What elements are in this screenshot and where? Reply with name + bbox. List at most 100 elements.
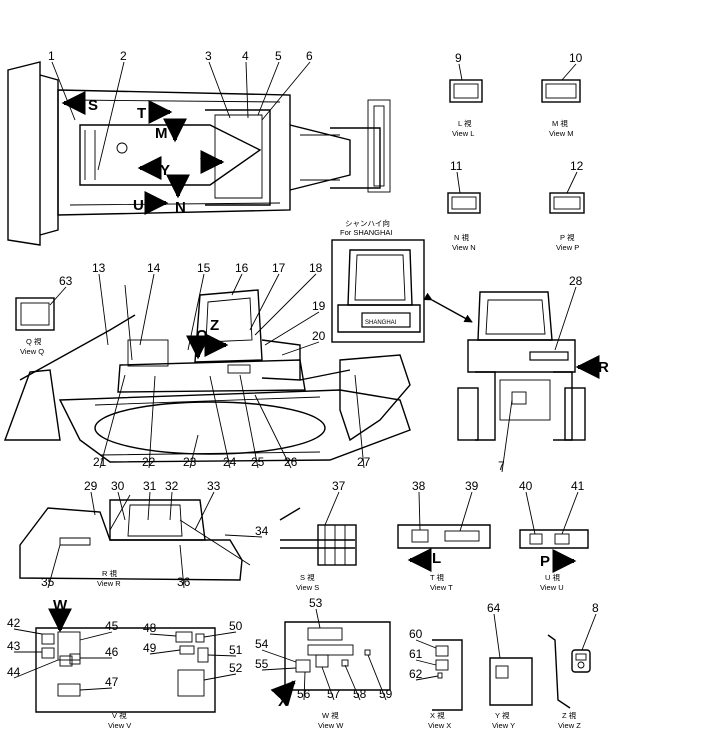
leader-49 — [149, 649, 181, 655]
callout-45: 45 — [105, 619, 119, 633]
callout-7: 7 — [498, 459, 505, 473]
callout-38: 38 — [412, 479, 426, 493]
view-m-jp: M 視 — [552, 119, 568, 128]
leader-21 — [99, 374, 126, 469]
view-t-detail: T 視 View T — [397, 524, 491, 592]
view-v-detail: V 視 View V — [35, 627, 216, 730]
leader-31 — [147, 491, 151, 521]
callout-59: 59 — [379, 687, 393, 701]
callout-37: 37 — [332, 479, 346, 493]
view-u-en: View U — [540, 583, 564, 592]
view-letter-q: Q — [196, 327, 208, 344]
leader-40 — [525, 491, 536, 535]
view-n-en: View N — [452, 243, 476, 252]
view-r-en: View R — [97, 579, 121, 588]
leader-32 — [169, 491, 173, 521]
callout-54: 54 — [255, 637, 269, 651]
view-w-detail: W 視 View W — [284, 621, 391, 730]
callout-15: 15 — [197, 261, 211, 275]
callout-4: 4 — [242, 49, 249, 63]
callout-49: 49 — [143, 641, 157, 655]
shanghai-inset: シャンハイ向 For SHANGHAI SHANGHAI — [331, 218, 425, 343]
leader-52 — [203, 673, 237, 681]
view-z-detail: Z 視 View Z — [547, 634, 591, 730]
view-s-jp: S 視 — [300, 573, 315, 582]
view-n-box: N 視 View N — [447, 192, 481, 252]
leader-6 — [261, 61, 311, 121]
callout-26: 26 — [284, 455, 298, 469]
view-letter-w: W — [53, 597, 68, 614]
leader-27 — [354, 374, 365, 469]
leader-14 — [139, 273, 155, 346]
view-letter-y: Y — [160, 162, 170, 179]
side-view-machine — [3, 284, 411, 463]
callout-27: 27 — [357, 455, 371, 469]
leader-48 — [149, 633, 177, 637]
view-y-en: View Y — [492, 721, 515, 730]
view-q-jp: Q 視 — [26, 337, 42, 346]
leader-56 — [303, 671, 306, 701]
callout-30: 30 — [111, 479, 125, 493]
view-r-cab: R 視 View R — [19, 494, 251, 588]
callout-42: 42 — [7, 616, 21, 630]
leader-3 — [208, 61, 231, 119]
callout-9: 9 — [455, 51, 462, 65]
view-letter-r: R — [598, 359, 609, 376]
leader-51 — [207, 654, 237, 657]
leader-55 — [261, 667, 297, 671]
callout-11: 11 — [450, 159, 463, 173]
leader-23 — [189, 434, 199, 469]
callout-8: 8 — [592, 601, 599, 615]
callout-48: 48 — [143, 621, 157, 635]
leader-25 — [239, 374, 259, 469]
leader-2 — [97, 61, 125, 171]
callout-21: 21 — [93, 455, 107, 469]
view-q-en: View Q — [20, 347, 44, 356]
view-s-en: View S — [296, 583, 319, 592]
shanghai-link-arrow — [423, 292, 473, 323]
leader-58 — [344, 664, 361, 701]
view-s-detail: S 視 View S — [279, 507, 357, 592]
view-z-en: View Z — [558, 721, 581, 730]
callout-44: 44 — [7, 665, 21, 679]
leader-38 — [418, 491, 421, 531]
callout-20: 20 — [312, 329, 326, 343]
leader-24 — [209, 375, 231, 469]
leader-lines — [13, 61, 597, 701]
callout-5: 5 — [275, 49, 282, 63]
callout-25: 25 — [251, 455, 265, 469]
view-letter-u: U — [133, 197, 144, 214]
callout-51: 51 — [229, 643, 243, 657]
view-letter-z: Z — [210, 317, 219, 334]
view-u-detail: U 視 View U — [519, 529, 589, 592]
leader-19 — [264, 311, 320, 346]
callout-62: 62 — [409, 667, 423, 681]
leader-34 — [224, 534, 263, 538]
callout-16: 16 — [235, 261, 249, 275]
leader-39 — [459, 491, 473, 532]
callout-28: 28 — [569, 274, 583, 288]
leader-12 — [566, 171, 578, 194]
leader-18 — [254, 273, 317, 336]
callout-47: 47 — [105, 675, 119, 689]
view-p-jp: P 視 — [560, 233, 575, 242]
view-letter-n: N — [175, 199, 186, 216]
leader-1 — [51, 61, 76, 121]
callout-41: 41 — [571, 479, 585, 493]
callout-29: 29 — [84, 479, 98, 493]
callout-13: 13 — [92, 261, 106, 275]
leader-5 — [257, 61, 280, 116]
shanghai-en: For SHANGHAI — [340, 228, 393, 237]
view-x-detail: X 視 View X — [428, 639, 463, 730]
view-u-jp: U 視 — [545, 573, 561, 582]
leader-7 — [501, 399, 513, 473]
view-l-box: L 視 View L — [449, 79, 483, 138]
callout-6: 6 — [306, 49, 313, 63]
view-t-jp: T 視 — [430, 573, 445, 582]
callout-24: 24 — [223, 455, 237, 469]
view-letter-t: T — [137, 105, 146, 122]
leader-53 — [315, 608, 321, 629]
top-view-machine — [7, 61, 391, 246]
